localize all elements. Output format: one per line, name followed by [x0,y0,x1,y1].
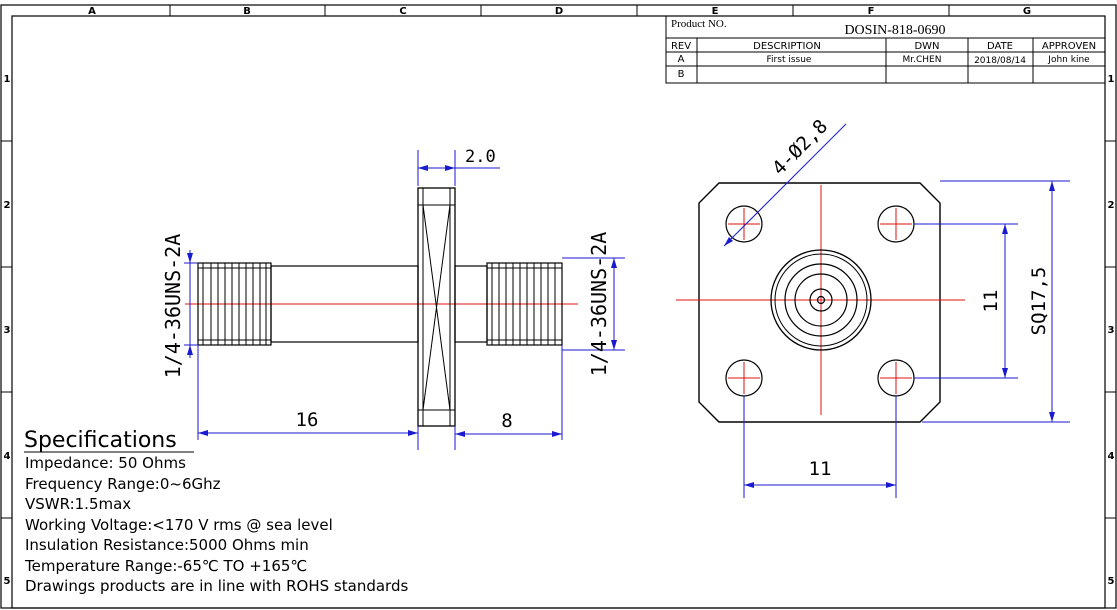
mounting-hole [877,359,915,397]
product-number: DOSIN-818-0690 [844,23,945,38]
col-label: C [399,6,406,17]
row-a-description: First issue [767,55,812,65]
left-length-label: 16 [296,409,319,431]
insulator-circle [794,273,848,327]
dim-left-thread [184,250,198,358]
dim-hole-leader [723,123,847,247]
row-label: 5 [4,576,11,587]
dim-right-thread [562,257,625,351]
dielectric-circle [784,263,858,337]
spec-line: Temperature Range:-65℃ TO +165℃ [24,557,307,575]
row-a-date: 2018/08/14 [974,56,1026,66]
spec-line: Insulation Resistance:5000 Ohms min [25,536,309,554]
row-label: 2 [1108,200,1115,211]
right-thread-label: 1/4-36UNS-2A [587,232,611,377]
vertical-spacing-label: 11 [980,290,1002,313]
spec-line: Working Voltage:<170 V rms @ sea level [25,516,333,534]
mounting-hole [725,205,763,243]
row-label: 5 [1108,576,1115,587]
col-label: D [555,6,563,17]
col-label: E [712,6,719,17]
side-view: 2.0 1/4-36UNS-2A 1/4-36UNS-2A 16 [161,147,625,450]
center-pin [816,295,826,305]
row-label: 4 [4,451,11,462]
specifications: Specifications Impedance: 50 Ohms Freque… [24,428,408,595]
row-label: 3 [1108,325,1115,336]
dim-flange-thickness [417,150,500,186]
square-size-label: SQ17,5 [1028,267,1050,336]
right-thread-body [486,262,563,346]
specifications-title: Specifications [24,428,177,453]
right-thread-lines [487,263,562,345]
row-label: 1 [1108,74,1115,85]
row-labels: 1 2 3 4 5 1 2 3 4 5 [4,74,1115,587]
left-thread-label: 1/4-36UNS-2A [161,234,185,379]
col-label: B [243,6,251,17]
row-a-rev: A [678,54,685,65]
row-label: 3 [4,325,11,336]
spec-line: Impedance: 50 Ohms [25,454,186,472]
header-rev: REV [671,41,691,52]
outer-circle-inner [774,253,868,347]
column-dividers [169,5,950,16]
column-labels: A B C D E F G [88,6,1031,17]
row-dividers [1,140,1116,519]
col-label: G [1023,6,1031,17]
left-thread-lines [198,263,271,345]
horizontal-spacing-label: 11 [809,458,832,480]
title-block: Product NO. DOSIN-818-0690 REV DESCRIPTI… [665,15,1106,84]
mounting-hole [877,205,915,243]
row-label: 4 [1108,451,1115,462]
header-description: DESCRIPTION [753,41,821,52]
mounting-hole [725,359,763,397]
col-label: A [88,6,96,17]
dim-vertical-spacing [914,223,1018,379]
frame-inner [11,15,1106,609]
flange-hatching [418,188,455,426]
row-b-rev: B [678,69,685,80]
dim-horizontal-spacing [743,396,897,498]
flange-thickness-label: 2.0 [465,147,496,167]
row-label: 2 [4,200,11,211]
col-label: F [868,6,875,17]
header-approved: APPROVEN [1042,41,1096,52]
square-flange [698,182,941,423]
dim-left-length [197,345,419,450]
contact-circle [809,288,833,312]
front-view: 4-Ø2,8 SQ17,5 11 11 [676,115,1070,498]
spec-line: VSWR:1.5max [25,495,131,513]
spec-line: Drawings products are in line with ROHS … [25,577,408,595]
dim-square-size [922,180,1070,423]
product-label: Product NO. [671,18,727,30]
dim-right-length [454,345,563,450]
header-dwn: DWN [914,41,939,52]
row-label: 1 [4,74,11,85]
row-a-approved: John kine [1047,55,1090,65]
outer-circle [770,249,872,351]
row-a-dwn: Mr.CHEN [903,55,942,65]
header-date: DATE [987,41,1013,52]
right-length-label: 8 [501,410,512,432]
spec-line: Frequency Range:0~6Ghz [25,475,221,493]
